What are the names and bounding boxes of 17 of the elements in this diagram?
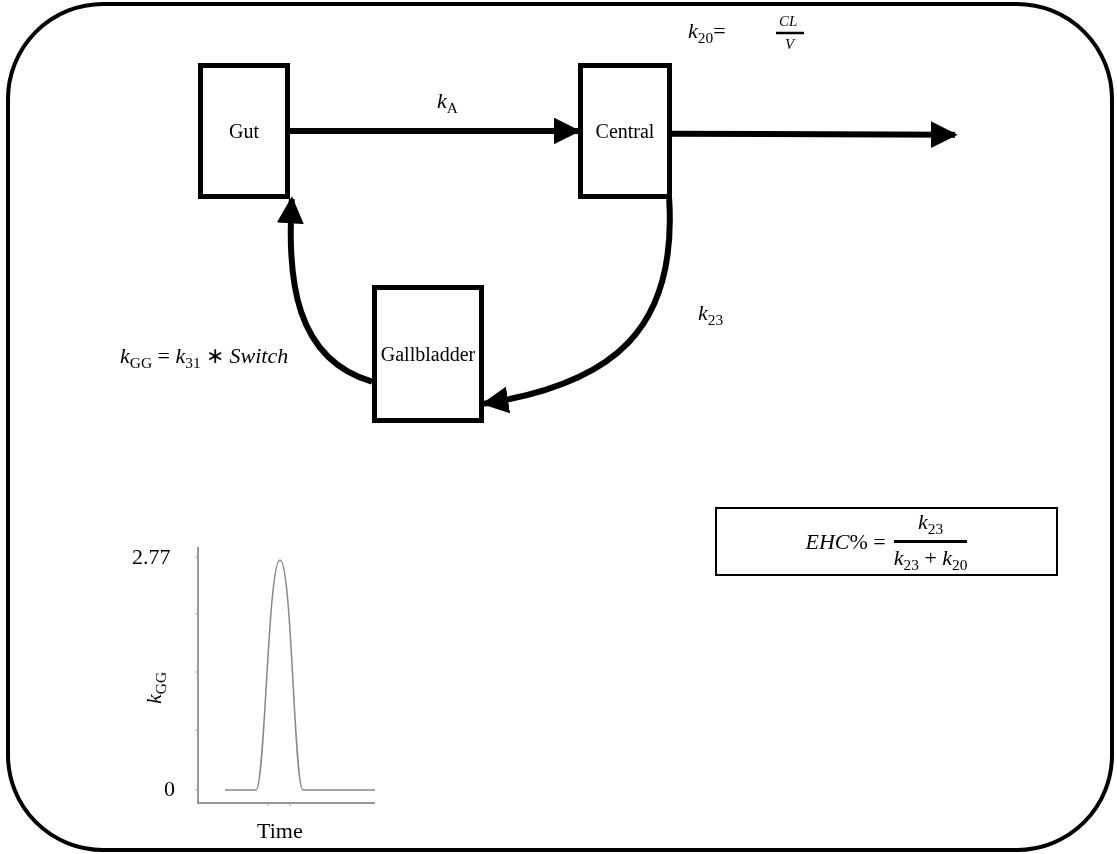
- formula-text: EHC% =: [805, 528, 886, 555]
- compartment-box: [372, 285, 484, 423]
- node-label: Gallbladder: [380, 342, 476, 366]
- arrow: [277, 196, 374, 385]
- axis-tick-label: 2.77: [132, 546, 171, 568]
- formula-box: [715, 507, 1058, 576]
- node-label: Central: [595, 119, 655, 143]
- denominator: k$_{23}$ + k$_{20}$: [893, 545, 968, 575]
- numerator: k$_{23}$: [918, 508, 944, 538]
- fraction-denominator: V: [785, 37, 795, 52]
- arrow: [672, 121, 958, 149]
- node-label: Gut: [229, 119, 259, 143]
- compartment-box: [198, 63, 290, 199]
- fraction-numerator: CL: [779, 14, 798, 29]
- axis-title: Time: [257, 820, 303, 842]
- axis-tick-label: 0: [164, 778, 175, 800]
- compartment-box: [578, 63, 672, 199]
